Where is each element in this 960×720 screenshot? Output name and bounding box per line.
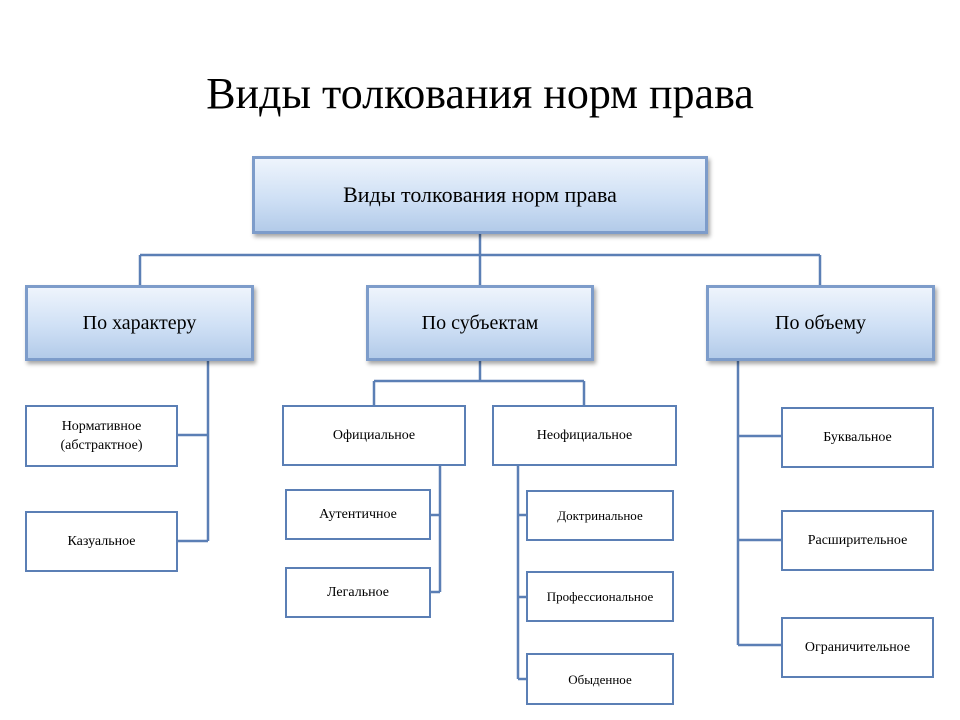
- leaf-authentic: Аутентичное: [285, 489, 431, 540]
- leaf-normative: Нормативное (абстрактное): [25, 405, 178, 467]
- leaf-doctrinal-label: Доктринальное: [557, 508, 643, 523]
- leaf-doctrinal: Доктринальное: [526, 490, 674, 541]
- subgroup-official: Официальное: [282, 405, 466, 466]
- group-character-label: По характеру: [82, 311, 197, 334]
- leaf-extensive-label: Расширительное: [807, 533, 908, 548]
- group-character: По характеру: [25, 285, 254, 361]
- group-subjects: По субъектам: [366, 285, 594, 361]
- group-subjects-label: По субъектам: [421, 311, 539, 334]
- leaf-normative-label: Нормативное (абстрактное): [60, 419, 143, 453]
- leaf-professional-label: Профессиональное: [546, 589, 654, 604]
- leaf-restrictive: Ограничительное: [781, 617, 934, 678]
- leaf-legal-label: Легальное: [327, 585, 389, 600]
- root-node: Виды толкования норм права: [252, 156, 708, 234]
- leaf-restrictive-label: Ограничительное: [804, 640, 911, 655]
- leaf-literal: Буквальное: [781, 407, 934, 468]
- group-scope: По объему: [706, 285, 935, 361]
- subgroup-unofficial: Неофициальное: [492, 405, 677, 466]
- leaf-literal-label: Буквальное: [823, 430, 892, 445]
- leaf-extensive: Расширительное: [781, 510, 934, 571]
- subgroup-official-label: Официальное: [332, 428, 416, 443]
- subgroup-unofficial-label: Неофициальное: [536, 428, 633, 443]
- leaf-casual-label: Казуальное: [67, 534, 136, 549]
- leaf-professional: Профессиональное: [526, 571, 674, 622]
- leaf-authentic-label: Аутентичное: [319, 507, 397, 522]
- leaf-everyday-label: Обыденное: [568, 671, 632, 687]
- slide-title: Виды толкования норм права: [206, 69, 754, 118]
- group-scope-label: По объему: [775, 311, 866, 334]
- leaf-casual: Казуальное: [25, 511, 178, 572]
- root-label: Виды толкования норм права: [343, 182, 617, 207]
- leaf-everyday: Обыденное: [526, 653, 674, 705]
- leaf-legal: Легальное: [285, 567, 431, 618]
